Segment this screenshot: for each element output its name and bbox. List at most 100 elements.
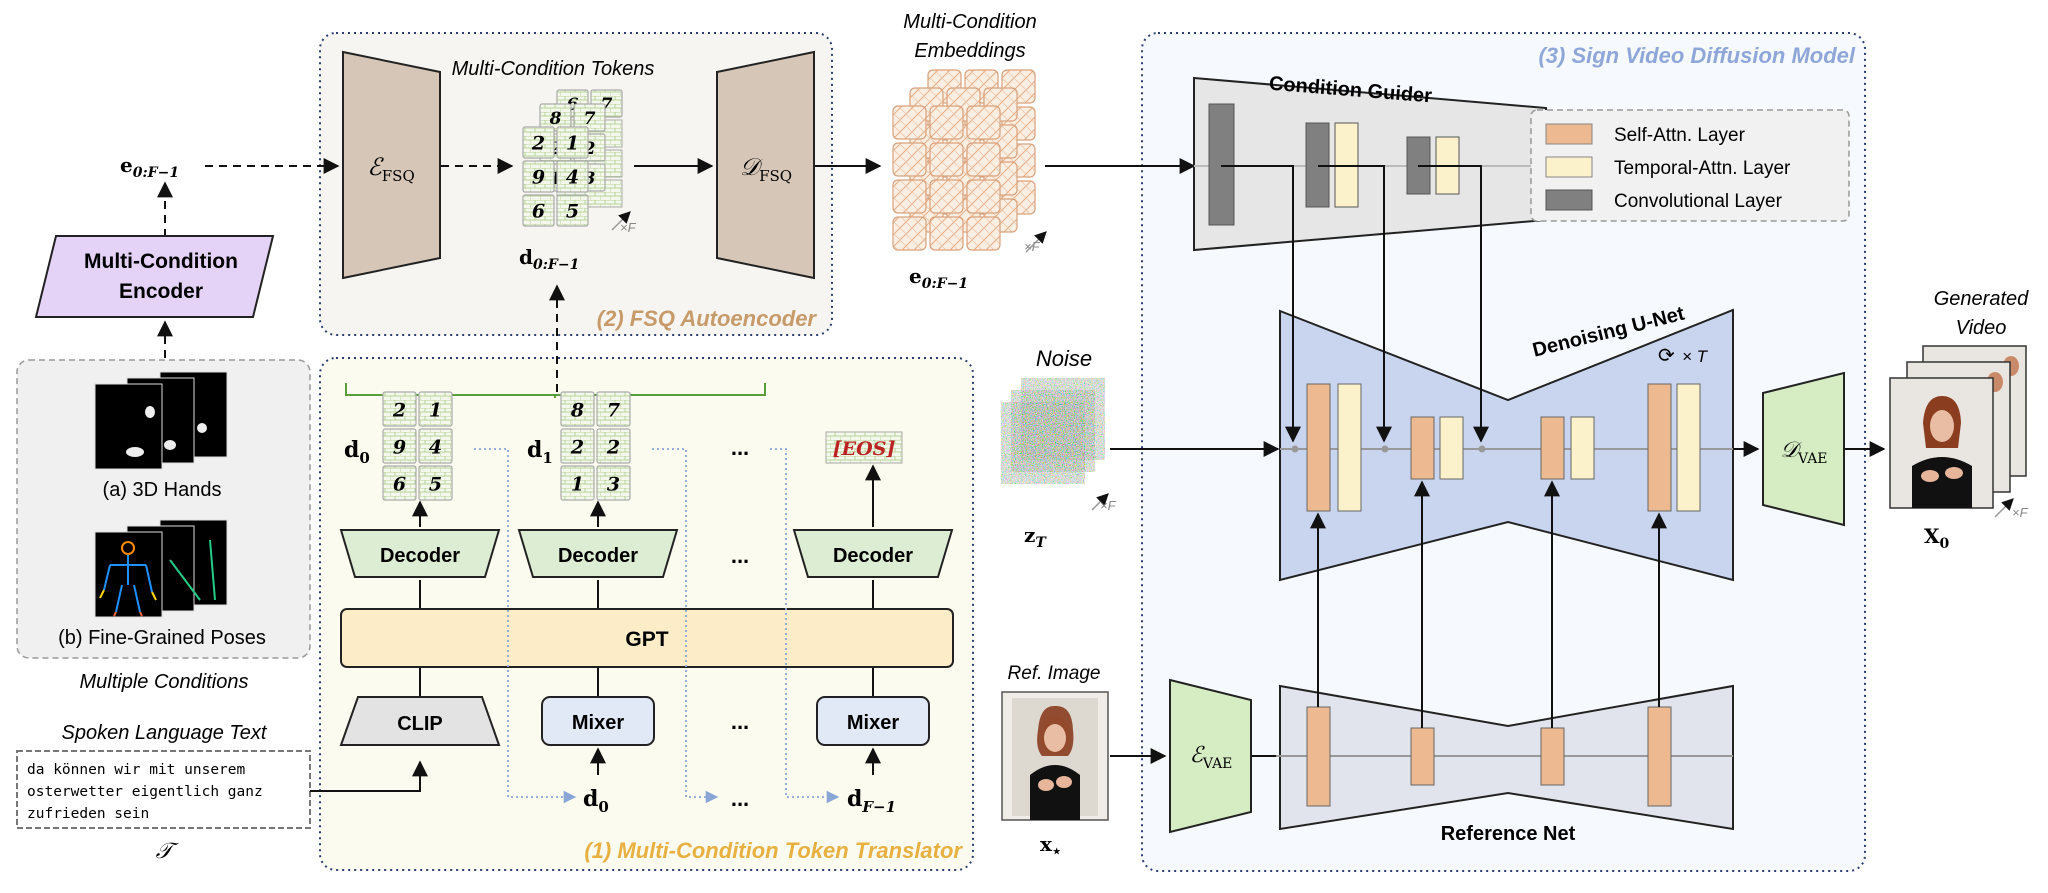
emb-times-f: ×F [1024, 239, 1041, 254]
legend-conv: Convolutional Layer [1614, 191, 1783, 212]
video-frame [1889, 377, 1994, 509]
fsq-d-label: d0:F−1 [519, 245, 579, 273]
svg-text:1: 1 [550, 169, 562, 189]
spoken-text-line-1: da können wir mit unserem [27, 762, 246, 778]
svg-text:5: 5 [429, 473, 442, 495]
decoder-0: Decoder [339, 500, 501, 578]
d0-token: 6 [382, 465, 417, 501]
legend-temporal-attn: Temporal-Attn. Layer [1614, 158, 1791, 179]
ref-image [1001, 691, 1109, 821]
spoken-text-title: Spoken Language Text [62, 722, 268, 744]
noise-stack [1000, 377, 1106, 485]
svg-text:Decoder: Decoder [380, 545, 460, 567]
svg-text:[EOS]: [EOS] [833, 438, 896, 460]
noise-times-f: ×F [1100, 498, 1117, 513]
embedding-cell [892, 105, 927, 140]
svg-text:7: 7 [584, 109, 596, 129]
decoder-f: Decoder [792, 464, 954, 578]
embedding-cell [892, 142, 927, 177]
conditions-caption: Multiple Conditions [80, 671, 249, 693]
legend [1530, 109, 1850, 222]
svg-text:1: 1 [429, 399, 442, 421]
ellipsis-mixer: ... [731, 709, 749, 734]
embedding-cell [929, 179, 964, 214]
vae-decoder-label: 𝒟VAE [1780, 438, 1827, 467]
svg-text:Decoder: Decoder [833, 545, 913, 567]
repeat-icon: ⟳ [1658, 345, 1675, 367]
svg-text:6: 6 [532, 200, 545, 222]
embeddings-title-2: Embeddings [914, 40, 1025, 62]
spoken-text-line-3: zufrieden sein [27, 806, 149, 822]
df-bottom-label: dF−1 [847, 786, 896, 816]
cond-encoder-output: e0:F−1 [120, 153, 179, 181]
spoken-text-line-2: osterwetter eigentlich ganz [27, 784, 263, 800]
svg-text:1: 1 [571, 473, 584, 495]
fsq-encoder [342, 50, 441, 280]
encoder-label-2: Encoder [119, 280, 203, 303]
fsq-front-token: 9 [522, 160, 555, 193]
output-label: X0 [1924, 524, 1950, 552]
noise-title: Noise [1036, 346, 1092, 371]
mixer-f [816, 696, 930, 746]
fsq-mid-token: 7 [573, 103, 606, 132]
multi-condition-encoder [34, 235, 275, 318]
fsq-decoder [716, 50, 815, 280]
svg-text:8: 8 [549, 109, 562, 129]
gpt-block [340, 608, 954, 668]
ellipsis-bottom: ... [731, 786, 749, 811]
refnet-label: Reference Net [1441, 823, 1576, 845]
svg-text:Decoder: Decoder [558, 545, 638, 567]
embeddings-title-1: Multi-Condition [903, 11, 1036, 33]
vae-encoder-label: ℰVAE [1190, 743, 1233, 772]
legend-self-attn: Self-Attn. Layer [1614, 125, 1746, 146]
embedding-cell [892, 216, 927, 251]
fsq-encoder-label: ℰFSQ [367, 153, 415, 185]
d1-token: 1 [560, 465, 595, 501]
svg-text:9: 9 [393, 436, 406, 458]
svg-text:6: 6 [393, 473, 406, 495]
d0-token: 4 [418, 428, 453, 464]
clip-block [339, 696, 501, 746]
svg-text:Mixer: Mixer [847, 712, 899, 734]
svg-text:4: 4 [429, 436, 442, 458]
emb-label: e0:F−1 [909, 264, 968, 292]
fsq-times-f: ×F [620, 220, 637, 235]
output-title-1: Generated [1934, 288, 2029, 310]
ref-image-label: x⋆ [1040, 832, 1061, 860]
decoder-1: Decoder [517, 500, 679, 578]
fsq-front-token: 1 [556, 126, 589, 159]
svg-text:1: 1 [566, 132, 579, 154]
d0-bottom-label: d0 [583, 786, 609, 816]
gpt-label: GPT [625, 628, 668, 651]
clip-label: CLIP [397, 713, 443, 735]
fsq-title: (2) FSQ Autoencoder [597, 306, 818, 331]
denoising-unet [1279, 308, 1734, 582]
embedding-cell [966, 179, 1001, 214]
svg-text:9: 9 [532, 166, 545, 188]
d0-token: 9 [382, 428, 417, 464]
spoken-text-symbol: 𝒯 [156, 839, 180, 864]
d1-token: 3 [596, 465, 631, 501]
svg-text:2: 2 [531, 132, 545, 154]
d1-token: 8 [560, 391, 595, 427]
encoder-label-1: Multi-Condition [84, 250, 238, 273]
embedding-cell [966, 216, 1001, 251]
reference-net [1279, 684, 1734, 831]
svg-text:7: 7 [607, 399, 620, 421]
fsq-front-token: 6 [522, 194, 555, 227]
output-times-f: ×F [2012, 505, 2029, 520]
vae-decoder [1762, 371, 1845, 527]
mixer-1 [541, 696, 655, 746]
condition-guider [1193, 76, 1547, 252]
conditions-panel [16, 359, 311, 659]
embeddings-stack [892, 69, 1036, 251]
embedding-cell [929, 142, 964, 177]
poses-image-stack [94, 519, 228, 618]
svg-text:2: 2 [606, 436, 620, 458]
embedding-cell [929, 105, 964, 140]
ref-image-title: Ref. Image [1008, 663, 1101, 684]
d0-token: 1 [418, 391, 453, 427]
